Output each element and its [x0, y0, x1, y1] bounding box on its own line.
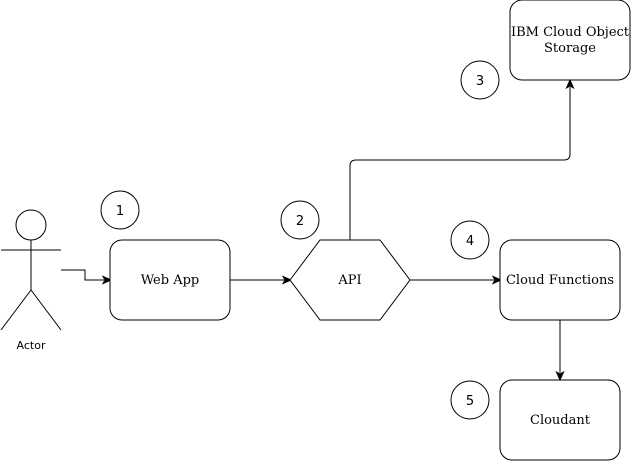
- actor: Actor: [0, 209, 62, 352]
- node-cloud-functions: Cloud Functions: [499, 239, 621, 321]
- step-number: 2: [296, 214, 304, 229]
- step-number: 3: [476, 74, 484, 89]
- node-cloudant: Cloudant: [499, 379, 621, 461]
- step-number: 5: [466, 394, 474, 409]
- arrowhead: [555, 370, 565, 382]
- step-marker-1: 1: [100, 190, 140, 230]
- step-number: 4: [466, 234, 474, 249]
- actor-head: [15, 209, 47, 241]
- actor-left-leg: [0, 289, 32, 331]
- step-marker-2: 2: [280, 200, 320, 240]
- node-label: Cloudant: [530, 413, 591, 428]
- node-object-storage: IBM Cloud Object Storage: [509, 0, 631, 81]
- node-api: API: [289, 239, 411, 321]
- actor-label: Actor: [17, 339, 46, 352]
- edge-actor-to-webapp: [61, 269, 104, 281]
- node-label: Cloud Functions: [506, 273, 614, 288]
- step-number: 1: [116, 204, 124, 219]
- step-marker-5: 5: [450, 380, 490, 420]
- node-web-app: Web App: [109, 239, 231, 321]
- arrowhead: [491, 275, 503, 285]
- node-label: API: [337, 273, 361, 288]
- arrowhead: [281, 275, 293, 285]
- arrowhead: [565, 78, 575, 90]
- step-marker-3: 3: [460, 60, 500, 100]
- node-label: Web App: [141, 273, 199, 288]
- actor-right-leg: [30, 289, 62, 331]
- node-label-line-1: IBM Cloud Object: [511, 25, 630, 40]
- step-marker-4: 4: [450, 220, 490, 260]
- edge-api-to-object-storage: [349, 87, 571, 240]
- arrowhead: [101, 275, 113, 285]
- node-label-line-2: Storage: [544, 41, 596, 56]
